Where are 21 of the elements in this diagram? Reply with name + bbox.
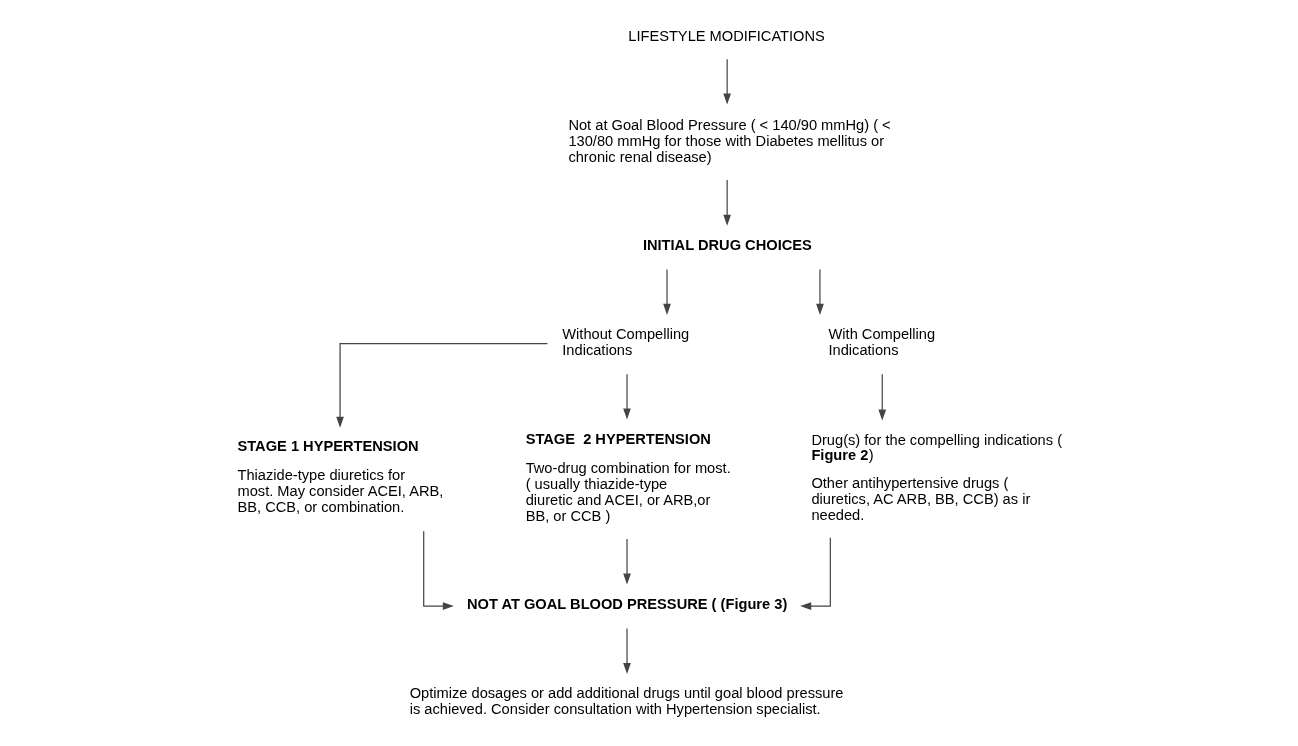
node-text: NOT AT GOAL BLOOD PRESSURE ( (Figure 3) <box>467 595 788 612</box>
arrow <box>623 627 631 674</box>
arrow <box>878 373 887 421</box>
arrow <box>623 373 631 419</box>
arrow <box>723 178 731 226</box>
node-text: With Compelling Indications <box>828 325 936 358</box>
arrow <box>336 342 549 428</box>
node-text: Drug(s) for the compelling indications ( Figure 2) Other antihypertensive drugs ( diuretics, AC ARB, BB, CCB) as ir needed. <box>811 431 1063 523</box>
node-text: STAGE 1 HYPERTENSION Thiazide-type diuretics for most. May consider ACEI, ARB, BB, CCB, or combination. <box>237 437 444 515</box>
arrow <box>800 536 831 610</box>
node-text: Without Compelling Indications <box>562 325 690 358</box>
node-text: INITIAL DRUG CHOICES <box>642 236 812 253</box>
arrow <box>816 268 824 315</box>
arrow <box>423 530 454 610</box>
node-text: Not at Goal Blood Pressure ( < 140/90 mmHg) ( < 130/80 mmHg for those with Diabetes mellitus or chronic renal disease) <box>568 116 891 165</box>
arrow <box>723 58 731 104</box>
node-text: LIFESTYLE MODIFICATIONS <box>628 27 825 44</box>
arrow <box>623 537 631 585</box>
arrow <box>663 268 671 315</box>
node-text: STAGE 2 HYPERTENSION Two-drug combination for most. ( usually thiazide-type diuretic and ACEI, or ARB,or BB, or CCB ) <box>525 430 731 524</box>
node-text: Optimize dosages or add additional drugs until goal blood pressure is achieved. Consider consultation with Hypertension specialist. <box>409 684 844 717</box>
